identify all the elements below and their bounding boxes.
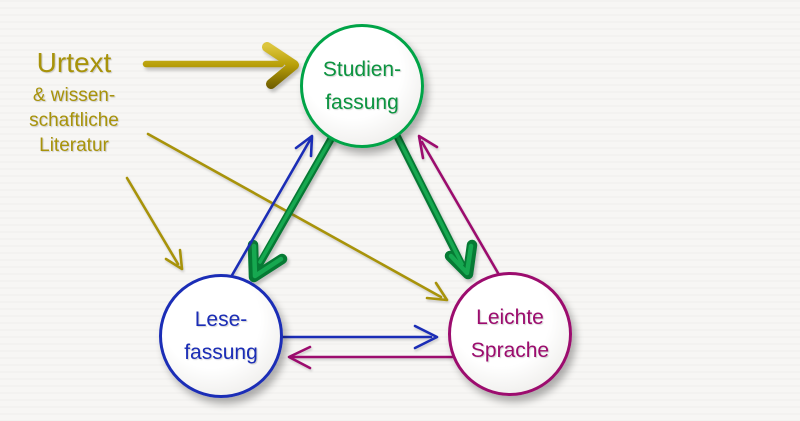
- urtext-label: Urtext & wissen- schaftliche Literatur: [14, 46, 134, 158]
- arrow-lesefassung-to-studienfassung: [229, 134, 314, 279]
- arrow-urtext-to-studienfassung: [142, 42, 299, 89]
- node-label-line: Studien-: [322, 58, 402, 81]
- arrow-urtext-to-leichte-sprache: [146, 132, 449, 302]
- urtext-subtitle-line: & wissen-: [32, 85, 116, 106]
- node-label-line: Leichte: [476, 306, 544, 329]
- leichte-sprache-label: Leichte Sprache: [471, 301, 549, 367]
- urtext-title: Urtext: [36, 47, 112, 78]
- urtext-subtitle-line: Literatur: [39, 135, 109, 156]
- urtext-subtitle: & wissen- schaftliche Literatur: [14, 83, 134, 158]
- studienfassung-node: Studien- fassung: [300, 24, 424, 148]
- node-label-line: Lese-: [194, 308, 248, 331]
- lesefassung-node: Lese- fassung: [159, 274, 283, 398]
- node-label-line: fassung: [325, 91, 399, 114]
- leichte-sprache-node: Leichte Sprache: [448, 272, 572, 396]
- arrow-urtext-to-lesefassung: [125, 176, 184, 271]
- arrow-lesefassung-to-leichte-sprache: [281, 324, 439, 350]
- node-label-line: Sprache: [470, 339, 550, 362]
- arrow-leichte-sprache-to-lesefassung: [287, 345, 454, 370]
- node-label-line: fassung: [184, 341, 258, 364]
- arrow-studienfassung-to-lesefassung: [247, 135, 335, 283]
- urtext-subtitle-line: schaftliche: [29, 110, 119, 131]
- lesefassung-label: Lese- fassung: [184, 303, 258, 369]
- arrow-studienfassung-to-leichte-sprache: [392, 130, 478, 280]
- studienfassung-label: Studien- fassung: [323, 53, 401, 119]
- arrow-leichte-sprache-to-studienfassung: [417, 134, 500, 275]
